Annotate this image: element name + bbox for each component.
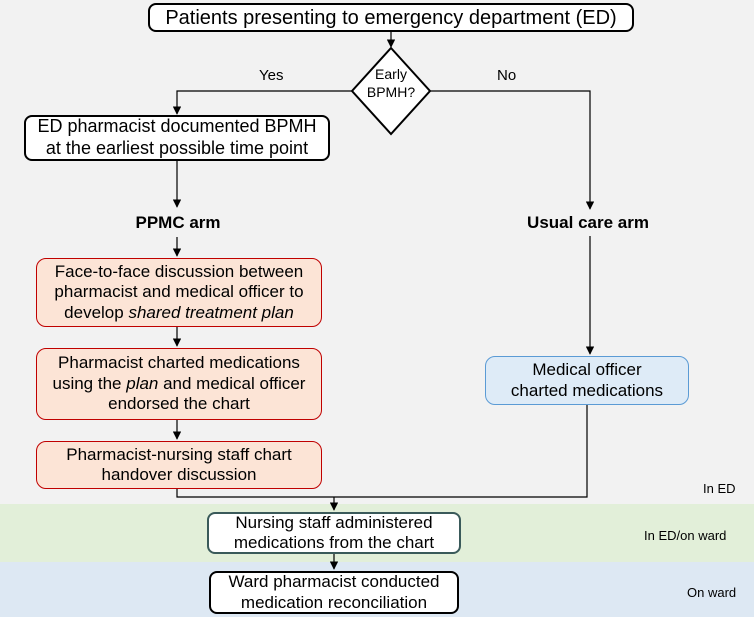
charted-line-2-prefix: using the — [52, 373, 127, 393]
start-text: Patients presenting to emergency departm… — [165, 6, 617, 29]
nursing-line-2: medications from the chart — [233, 533, 435, 552]
charted-line-2-suffix: and medical officer — [158, 373, 306, 393]
decision-diamond — [350, 46, 432, 136]
charted-line-2: using the plan and medical officer — [53, 374, 306, 394]
ward-pharmacist-line-1: Ward pharmacist conducted — [228, 572, 440, 592]
arrow-no — [430, 90, 595, 210]
ed-pharmacist-line-1: ED pharmacist documented BPMH — [37, 116, 317, 137]
face-to-face-box: Face-to-face discussion between pharmaci… — [36, 258, 322, 327]
ward-pharmacist-box: Ward pharmacist conducted medication rec… — [209, 571, 459, 614]
zone-label-on-ward: On ward — [687, 585, 737, 600]
arrow-yes — [172, 90, 352, 115]
yes-label: Yes — [259, 67, 284, 84]
face-to-face-line-3-prefix: develop — [64, 302, 129, 322]
charted-line-1: Pharmacist charted medications — [58, 353, 300, 373]
usual-care-arm-box: Usual care arm — [490, 210, 686, 236]
ppmc-arm-label: PPMC arm — [135, 213, 221, 232]
merge-line — [176, 405, 588, 498]
decision-line-1: Early — [375, 66, 407, 82]
handover-box: Pharmacist-nursing staff chart handover … — [36, 441, 322, 489]
no-label: No — [497, 67, 517, 84]
shared-treatment-plan-text: shared treatment plan — [128, 302, 294, 322]
charted-line-3: endorsed the chart — [108, 394, 250, 414]
plan-text: plan — [126, 373, 159, 393]
decision-text: Early BPMH? — [355, 66, 427, 101]
decision-line-2: BPMH? — [366, 83, 416, 100]
handover-line-2: handover discussion — [101, 465, 257, 484]
charted-medications-box: Pharmacist charted medications using the… — [36, 348, 322, 420]
ed-pharmacist-box: ED pharmacist documented BPMH at the ear… — [24, 115, 330, 161]
ward-pharmacist-line-2: medication reconciliation — [240, 592, 428, 612]
handover-line-1: Pharmacist-nursing staff chart — [66, 444, 292, 464]
face-to-face-line-1: Face-to-face discussion between — [54, 261, 304, 281]
usual-care-arm-label: Usual care arm — [527, 213, 649, 232]
face-to-face-line-2: pharmacist and medical officer to — [54, 282, 304, 302]
start-box: Patients presenting to emergency departm… — [148, 3, 634, 32]
nursing-box: Nursing staff administered medications f… — [207, 512, 461, 554]
ppmc-arm-box: PPMC arm — [80, 209, 276, 237]
nursing-line-1: Nursing staff administered — [235, 512, 433, 532]
ed-pharmacist-line-2: at the earliest possible time point — [45, 138, 309, 158]
medical-officer-line-2: charted medications — [510, 380, 664, 400]
face-to-face-line-3: develop shared treatment plan — [64, 303, 294, 323]
medical-officer-line-1: Medical officer — [532, 360, 642, 380]
zone-label-in-ed: In ED — [703, 481, 736, 496]
medical-officer-box: Medical officer charted medications — [485, 356, 689, 405]
zone-label-in-ed-on-ward: In ED/on ward — [644, 528, 727, 543]
